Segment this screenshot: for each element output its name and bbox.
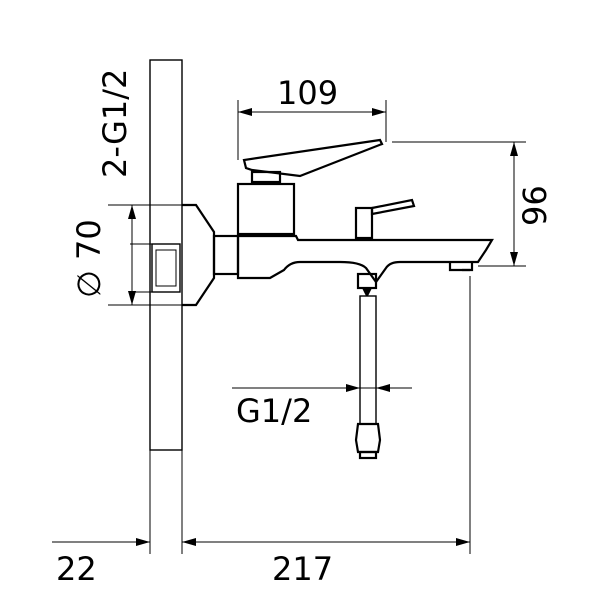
dimension-217: 217: [182, 538, 470, 588]
dimension-109: 109: [237, 74, 387, 160]
inlet-connector: [151, 243, 181, 293]
dimension-22: 22: [52, 538, 150, 588]
shower-hose: [354, 272, 382, 460]
dimension-g1-2-hose-label: G1/2: [236, 392, 312, 430]
dimension-22-label: 22: [56, 550, 97, 588]
wall-section: [149, 59, 183, 451]
dimension-diameter-70: ∅ 70: [70, 204, 182, 306]
dimension-g1-2-hose: G1/2: [232, 384, 412, 430]
extension-lines-bottom: [149, 276, 471, 554]
dimension-2-g1-2: 2-G1/2: [96, 69, 134, 178]
mixer-body: [236, 138, 494, 284]
dimension-96-label: 96: [516, 185, 554, 226]
dimension-109-label: 109: [277, 74, 338, 112]
dimension-diameter-70-label: ∅ 70: [70, 219, 108, 298]
dimension-217-label: 217: [272, 550, 333, 588]
dimension-96: 96: [392, 141, 554, 267]
wall-flange: [182, 203, 240, 307]
dimension-2-g1-2-label: 2-G1/2: [96, 69, 134, 178]
